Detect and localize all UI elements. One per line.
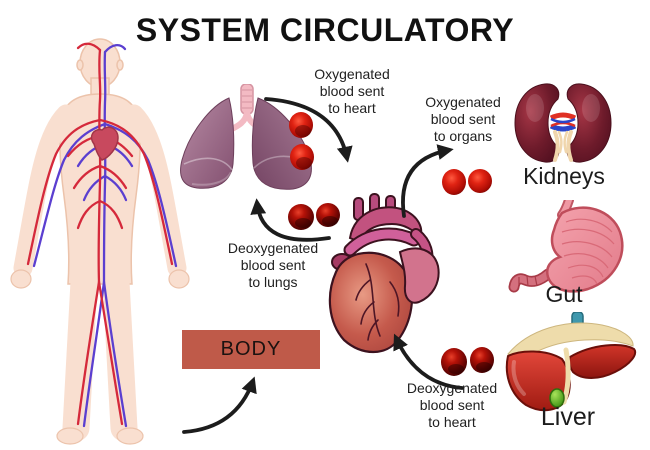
red-blood-cells-to-lungs xyxy=(288,203,340,230)
trachea xyxy=(240,84,254,115)
label-oxygenated-to-heart: Oxygenated blood sent to heart xyxy=(314,66,390,116)
duodenum xyxy=(510,270,552,291)
ventricles xyxy=(328,251,414,353)
red-blood-cells-lungs xyxy=(289,112,314,170)
pulmonary-trunk xyxy=(345,229,419,255)
renal-artery xyxy=(549,112,577,121)
ureters xyxy=(553,130,573,162)
kidneys-label: Kidneys xyxy=(523,163,605,189)
liver-illustration xyxy=(505,312,636,412)
page-title: SYSTEM CIRCULATORY xyxy=(135,12,515,48)
right-atrium xyxy=(398,247,440,304)
liver-label: Liver xyxy=(540,403,596,431)
gallbladder xyxy=(549,388,565,408)
renal-vein xyxy=(549,123,577,132)
kidneys-illustration xyxy=(514,83,612,163)
body-heart-detail xyxy=(90,126,119,161)
body-box-label: BODY xyxy=(220,338,282,360)
human-circulatory-body-illustration xyxy=(10,38,190,445)
liver-left-lobe xyxy=(568,344,636,379)
arrow-body-to-box xyxy=(182,376,257,434)
gut-label: Gut xyxy=(545,281,583,307)
stomach-illustration xyxy=(508,200,624,293)
label-deoxygenated-to-heart: Deoxygenated blood sent to heart xyxy=(406,380,498,430)
body-box: BODY xyxy=(182,330,320,369)
label-oxygenated-to-organs: Oxygenated blood sent to organs xyxy=(425,94,501,144)
red-blood-cells-to-organs xyxy=(442,169,492,195)
red-blood-cells-to-heart xyxy=(441,347,494,376)
heart-illustration xyxy=(328,193,440,353)
label-deoxygenated-to-lungs: Deoxygenated blood sent to lungs xyxy=(227,240,319,290)
